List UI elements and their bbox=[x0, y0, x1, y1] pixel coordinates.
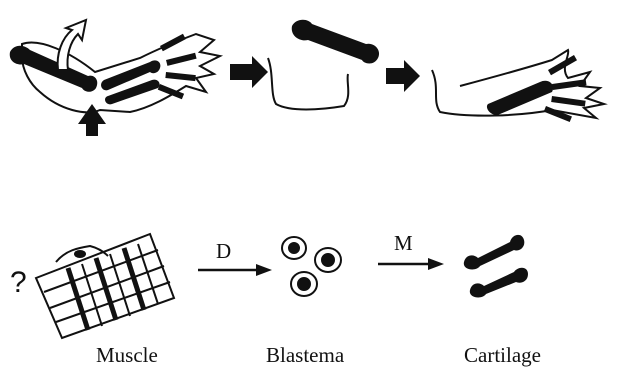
regenerated-bones bbox=[487, 81, 553, 115]
dedifferentiation-arrow-icon bbox=[198, 264, 272, 276]
cell-nucleus bbox=[322, 254, 334, 266]
isolated-bone bbox=[292, 20, 379, 64]
blastema-label: Blastema bbox=[266, 343, 345, 367]
cartilage-label: Cartilage bbox=[464, 343, 541, 367]
limb-amputation-figure bbox=[10, 20, 220, 136]
blastema-cells bbox=[282, 237, 341, 296]
question-mark: ? bbox=[10, 266, 27, 299]
cell-nucleus bbox=[289, 243, 299, 253]
cartilage-rod bbox=[464, 235, 525, 270]
stump-outline bbox=[268, 58, 348, 110]
stump-figure bbox=[268, 20, 379, 110]
amputation-arrow-icon bbox=[78, 104, 106, 136]
digit-bones bbox=[158, 34, 197, 100]
humerus-bone bbox=[10, 46, 98, 92]
metaplasia-label: M bbox=[394, 231, 413, 255]
myocyte-nucleus bbox=[74, 250, 86, 258]
cell-nucleus bbox=[298, 278, 310, 290]
dedifferentiation-label: D bbox=[216, 239, 231, 263]
transition-arrow-icon bbox=[386, 60, 420, 92]
metaplasia-arrow-icon bbox=[378, 258, 444, 270]
muscle-label: Muscle bbox=[96, 343, 158, 367]
cartilage-elements bbox=[464, 235, 528, 298]
regenerated-limb-figure bbox=[432, 50, 604, 122]
transition-arrow-icon bbox=[230, 56, 268, 88]
cartilage-rod bbox=[470, 268, 528, 298]
muscle-fibers bbox=[36, 234, 174, 338]
